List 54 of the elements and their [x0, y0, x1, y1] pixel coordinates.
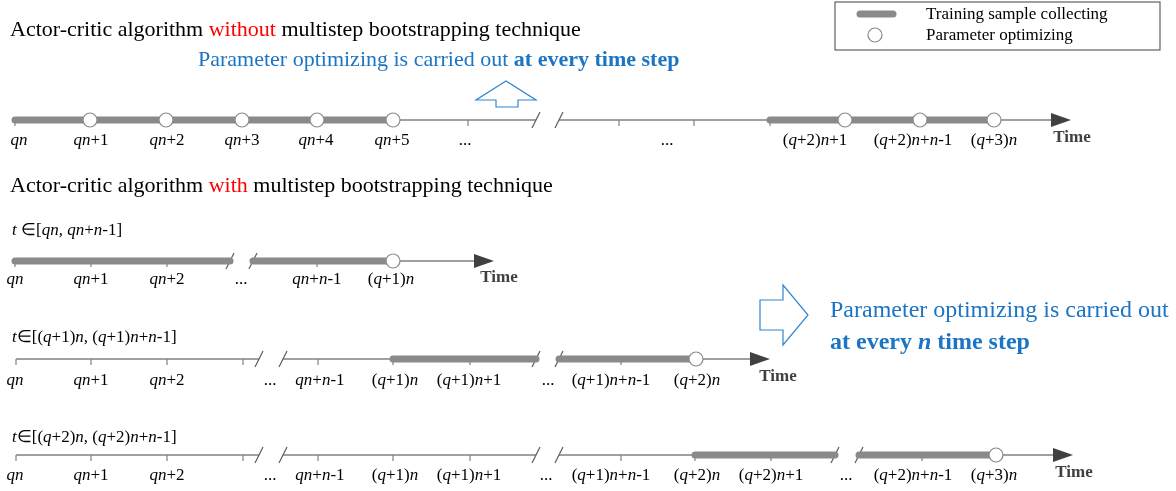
- axis-label: Time: [759, 366, 797, 386]
- tick-label: (q+3)n: [970, 465, 1018, 485]
- tick-label: qn+1: [73, 370, 109, 390]
- tick-label: (q+1)n: [371, 465, 419, 485]
- legend-text: Training sample collecting: [926, 4, 1108, 24]
- tick-label: qn+2: [149, 269, 185, 289]
- tick-label: ...: [458, 130, 472, 150]
- tick-label: qn+2: [149, 465, 185, 485]
- tick-label: qn: [6, 465, 24, 485]
- tick-label: (q+1)n: [371, 370, 419, 390]
- tick-label: qn+n-1: [295, 370, 345, 390]
- tick-label: (q+3)n: [970, 130, 1018, 150]
- tick-label: ...: [234, 269, 248, 289]
- tick-label: qn+n-1: [295, 465, 345, 485]
- tick-label: ...: [839, 465, 853, 485]
- tick-label: (q+1)n+1: [436, 370, 502, 390]
- annotation-text: Parameter optimizing is carried out at every time step: [198, 46, 680, 72]
- tick-label: (q+1)n: [367, 269, 415, 289]
- heading-text: Actor-critic algorithm with multistep bootstrapping technique: [10, 172, 553, 198]
- tick-label: qn: [6, 269, 24, 289]
- tick-label: qn+3: [224, 130, 260, 150]
- tick-label: qn: [6, 370, 24, 390]
- tick-label: (q+1)n+1: [436, 465, 502, 485]
- tick-label: (q+1)n+n-1: [571, 370, 651, 390]
- tick-label: ...: [541, 370, 555, 390]
- tick-label: (q+2)n+n-1: [873, 465, 953, 485]
- legend-text: Parameter optimizing: [926, 25, 1073, 45]
- tick-label: qn+5: [374, 130, 410, 150]
- tick-label: (q+2)n+1: [738, 465, 804, 485]
- tick-label: (q+2)n: [673, 465, 721, 485]
- interval-label: t ∈[qn, qn+n-1]: [12, 220, 123, 240]
- tick-label: (q+2)n+1: [782, 130, 848, 150]
- tick-label: ...: [539, 465, 553, 485]
- tick-label: (q+1)n+n-1: [571, 465, 651, 485]
- tick-label: (q+2)n+n-1: [873, 130, 953, 150]
- tick-label: qn+4: [298, 130, 334, 150]
- axis-label: Time: [480, 267, 518, 287]
- tick-label: qn+1: [73, 465, 109, 485]
- heading-text: Actor-critic algorithm without multistep bootstrapping technique: [10, 16, 581, 42]
- tick-label: qn+1: [73, 269, 109, 289]
- tick-label: qn+n-1: [292, 269, 342, 289]
- tick-label: ...: [263, 465, 277, 485]
- tick-label: qn+2: [149, 370, 185, 390]
- axis-label: Time: [1053, 127, 1091, 147]
- interval-label: t∈[(q+1)n, (q+1)n+n-1]: [12, 327, 177, 347]
- tick-label: qn+1: [73, 130, 109, 150]
- tick-label: (q+2)n: [673, 370, 721, 390]
- tick-label: ...: [660, 130, 674, 150]
- tick-label: ...: [263, 370, 277, 390]
- tick-label: qn: [10, 130, 28, 150]
- axis-label: Time: [1055, 462, 1093, 482]
- tick-label: qn+2: [149, 130, 185, 150]
- interval-label: t∈[(q+2)n, (q+2)n+n-1]: [12, 427, 177, 447]
- annotation-text: Parameter optimizing is carried out at every n time step: [830, 294, 1170, 356]
